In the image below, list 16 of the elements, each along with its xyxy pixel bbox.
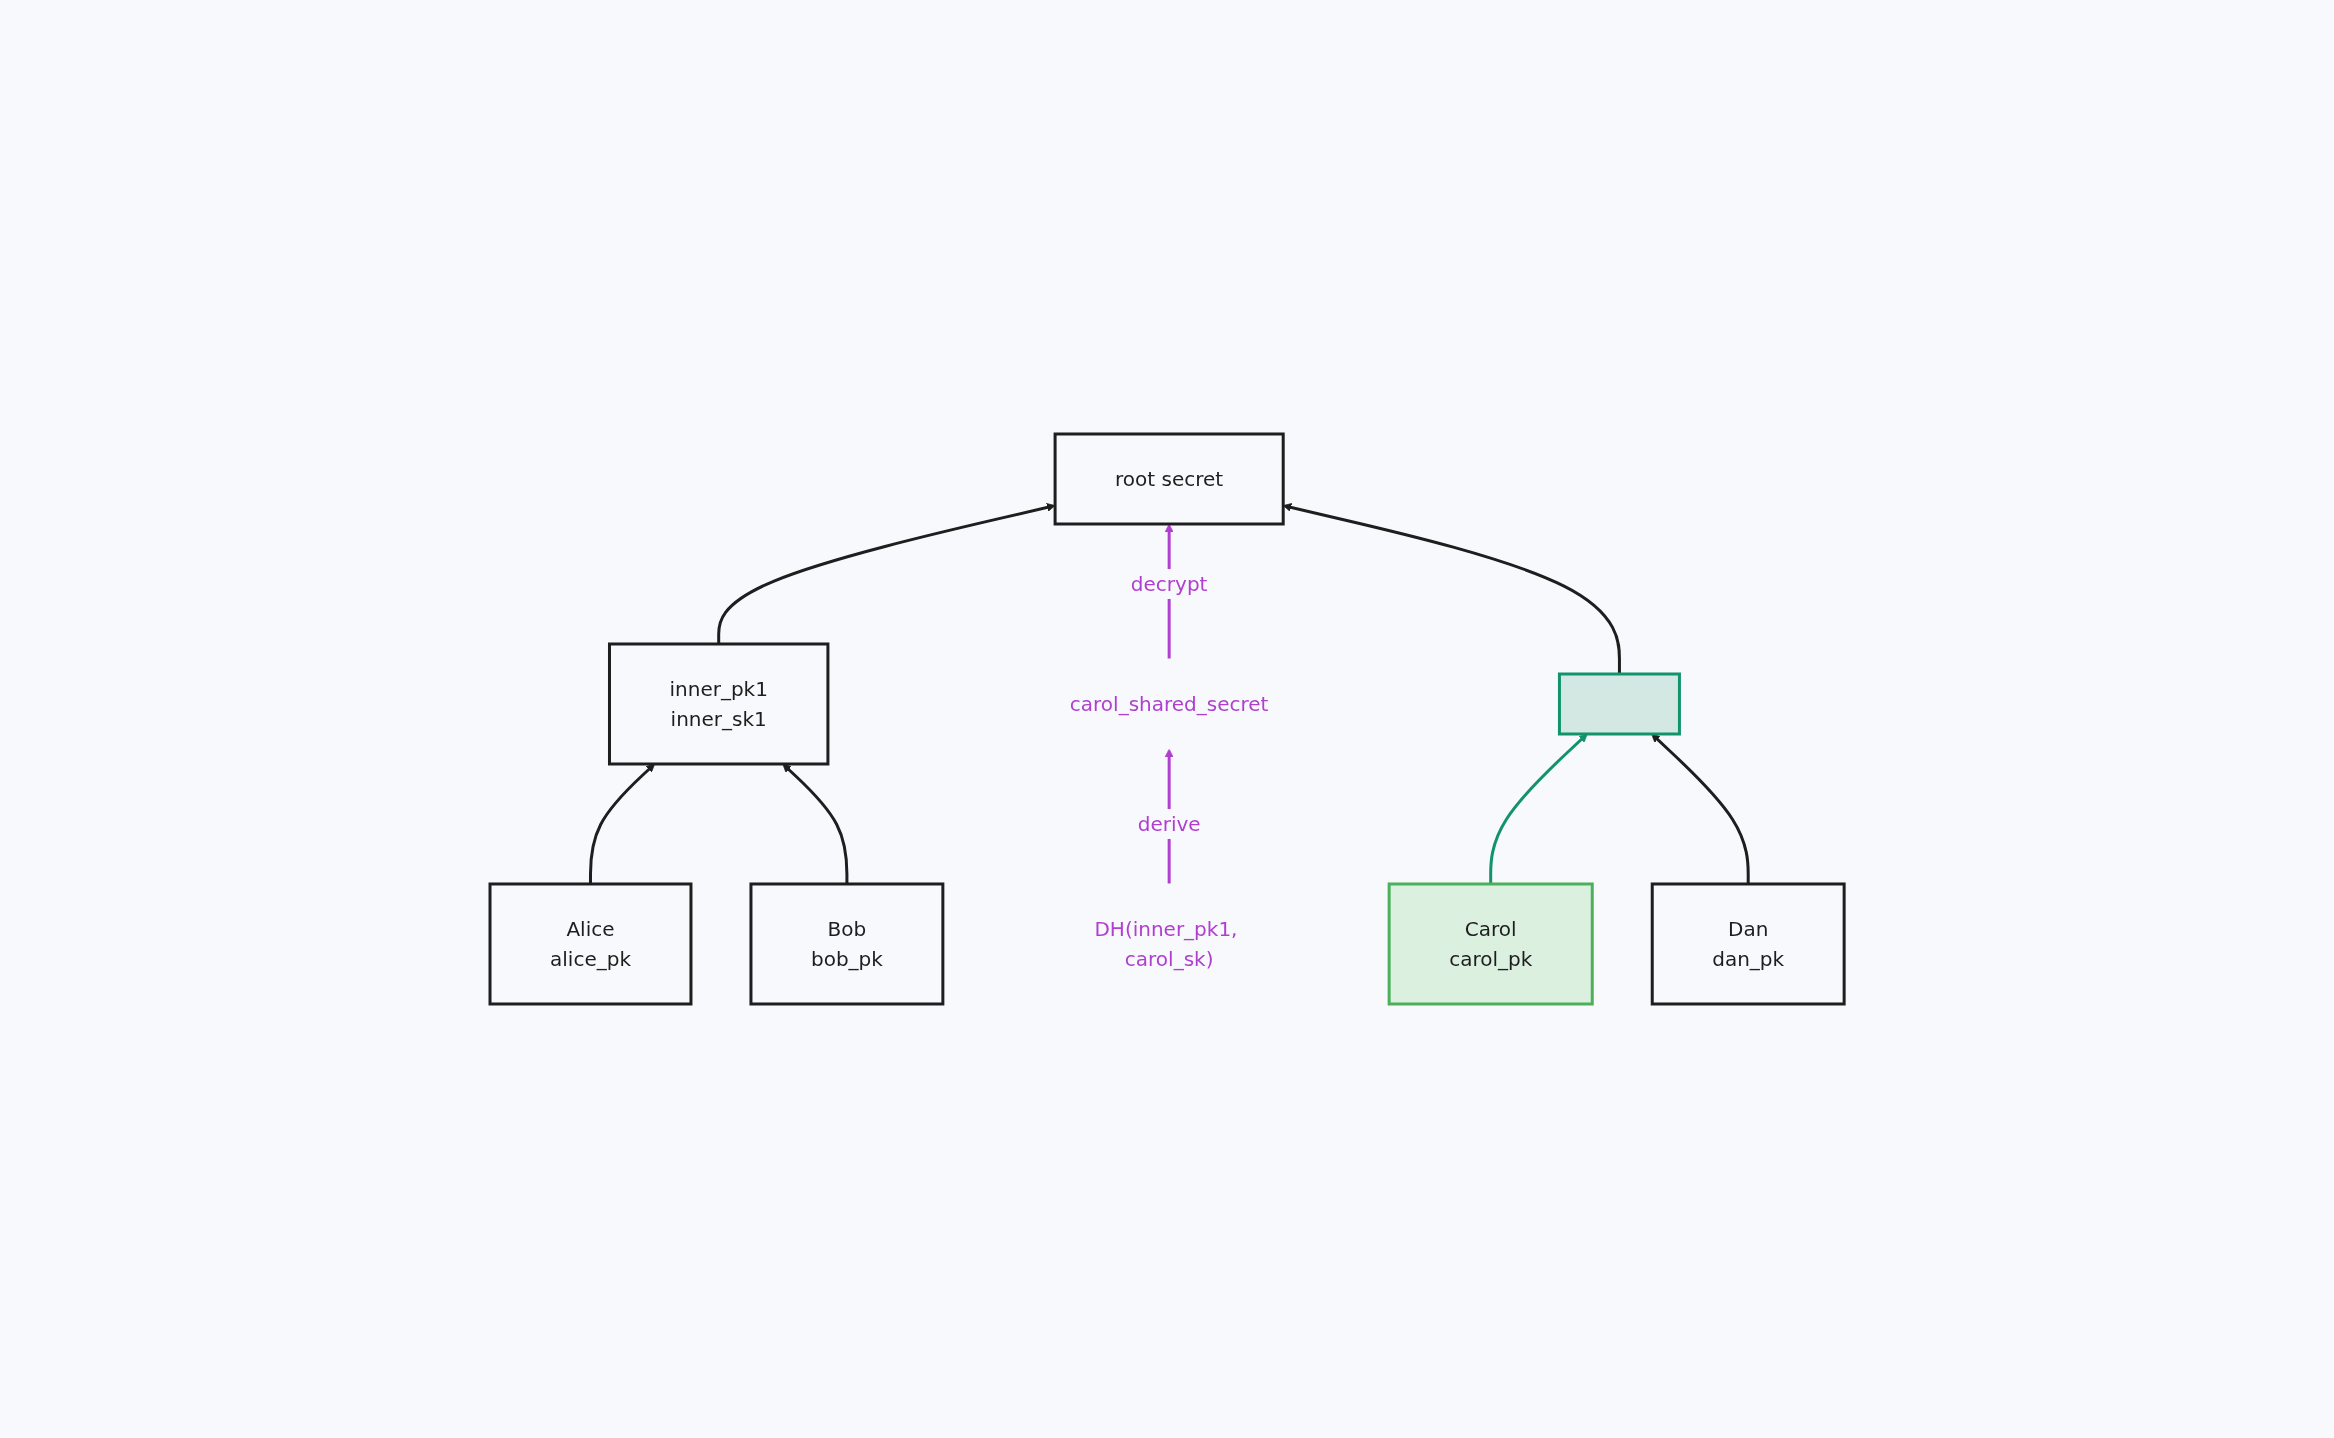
edge-label: decrypt <box>1130 572 1208 596</box>
edge-label: derive <box>1137 811 1201 836</box>
node-box: root secret <box>1053 432 1285 526</box>
arrow <box>782 763 849 884</box>
node-box: Alice alice_pk <box>488 882 693 1006</box>
arrow <box>588 763 655 884</box>
arrow <box>1651 733 1750 884</box>
arrow <box>1489 733 1588 884</box>
node-text: DH(inner_pk1, carol_sk) <box>1094 916 1238 971</box>
arrow <box>717 503 1056 644</box>
node-box: Dan dan_pk <box>1650 882 1846 1006</box>
node-box <box>1557 672 1681 736</box>
node-box: Carol carol_pk <box>1387 882 1594 1006</box>
node-box: inner_pk1 inner_sk1 <box>607 642 830 766</box>
node-box: Bob bob_pk <box>749 882 945 1006</box>
node-text: carol_shared_secret <box>1069 691 1269 716</box>
